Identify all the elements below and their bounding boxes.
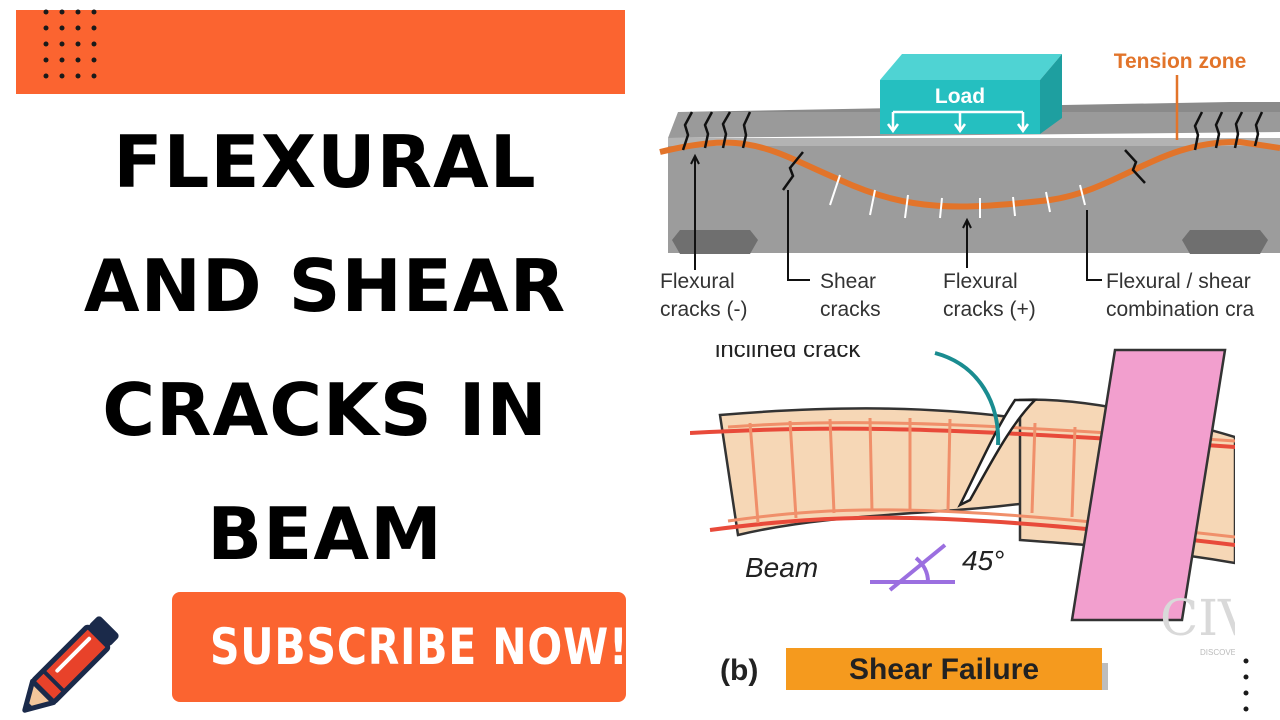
label-shear-1: Shear — [820, 270, 876, 293]
angle-icon — [870, 543, 955, 592]
beam-label: Beam — [745, 552, 818, 583]
load-label: Load — [935, 85, 985, 108]
title-line-1: FLEXURAL — [113, 120, 537, 204]
watermark-logo: CIV — [1160, 589, 1235, 647]
label-flexural-neg-2: cracks (-) — [660, 298, 748, 321]
title-line-4: BEAM — [207, 492, 443, 576]
tension-zone-label: Tension zone — [1114, 50, 1247, 73]
shear-cracks — [781, 149, 1146, 191]
label-flexural-pos-1: Flexural — [943, 270, 1018, 293]
label-flexural-pos-2: cracks (+) — [943, 298, 1036, 321]
angle-label: 45° — [962, 545, 1004, 576]
title-line-2: AND SHEAR — [83, 244, 567, 328]
label-combination-1: Flexural / shear — [1106, 270, 1251, 293]
dot-grid-icon — [43, 9, 97, 79]
caption-box — [786, 648, 1102, 690]
title-line-3: CRACKS IN — [102, 368, 548, 452]
top-orange-banner — [16, 10, 625, 94]
label-flexural-neg-1: Flexural — [660, 270, 735, 293]
subscribe-button[interactable]: SUBSCRIBE NOW! — [172, 592, 629, 702]
vertical-dots-icon — [1243, 658, 1249, 712]
caption-text: Shear Failure — [849, 653, 1039, 686]
shear-failure-diagram: inclined crack Beam 45° CIV DISCOVEN (b)… — [690, 345, 1235, 690]
label-shear-2: cracks — [820, 298, 881, 321]
pink-loading-plate — [1070, 348, 1227, 622]
flexural-shear-crack-diagram: Load Tension zone Flexural cracks (-) Sh… — [659, 50, 1280, 321]
label-combination-2: combination cra — [1106, 298, 1255, 321]
pencil-icon — [22, 616, 119, 713]
inclined-crack-label: inclined crack — [715, 345, 861, 363]
panel-letter: (b) — [720, 654, 758, 687]
flexural-cracks-positive — [829, 174, 1086, 219]
watermark-subtext: DISCOVEN — [1200, 648, 1235, 657]
load-box-top — [880, 54, 1062, 80]
subscribe-label: SUBSCRIBE NOW! — [209, 618, 629, 676]
tension-zone-line — [659, 138, 1280, 210]
page-title: FLEXURAL AND SHEAR CRACKS IN BEAM — [0, 100, 650, 596]
flexural-cracks-negative — [681, 111, 1264, 151]
